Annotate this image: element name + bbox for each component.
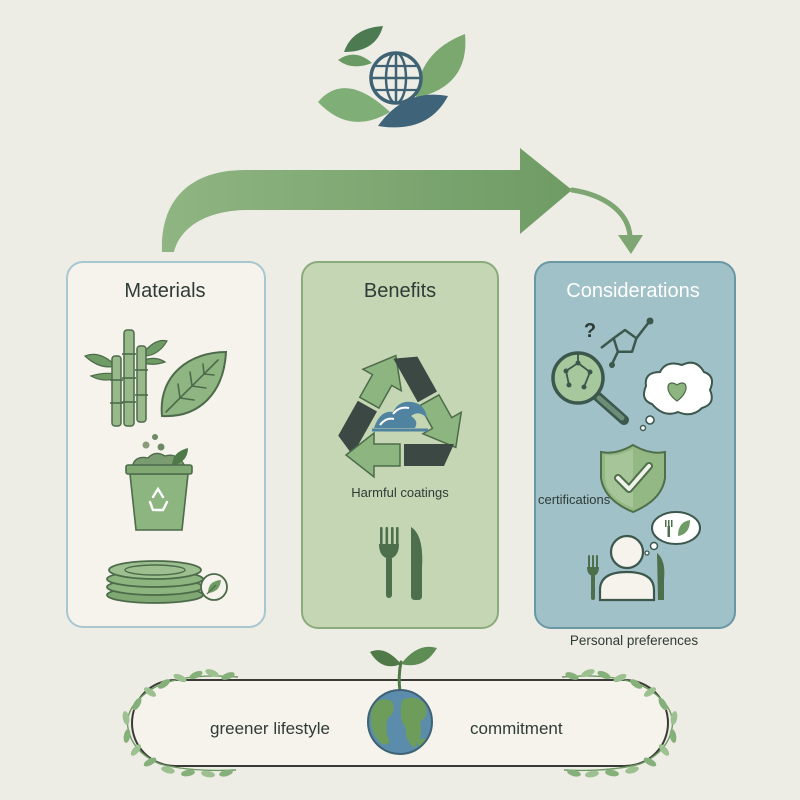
person-dining-icon: [587, 511, 701, 602]
fork-knife-icon: [379, 527, 423, 600]
vine-left: [122, 669, 239, 778]
certifications-caption: certifications: [538, 492, 611, 507]
shield-check-icon: [600, 443, 666, 514]
personal-preferences-caption: Personal preferences: [570, 633, 699, 648]
stacked-plates-icon: [106, 560, 204, 604]
curved-arrow-right-icon: [161, 148, 572, 252]
heart-thought-bubble-icon: [639, 361, 713, 432]
considerations-panel: Considerations ?: [534, 261, 736, 629]
bamboo-icon: [83, 329, 168, 427]
leaf-icon: [160, 350, 228, 418]
benefits-title: Benefits: [364, 280, 436, 302]
compost-bin-icon: [125, 434, 193, 531]
materials-title: Materials: [124, 280, 205, 302]
question-mark: ?: [584, 320, 596, 342]
commitment-banner: greener lifestyle commitment: [122, 646, 680, 780]
harmful-coatings-caption: Harmful coatings: [351, 485, 449, 500]
leaf-badge-icon: [200, 573, 228, 601]
globe-with-leaves-icon: [318, 26, 466, 128]
arrow-down-icon: [569, 187, 643, 254]
materials-panel: Materials: [66, 261, 266, 628]
benefits-panel: Benefits Harmful coatings: [301, 261, 499, 629]
earth-sprout-icon: [367, 646, 437, 755]
considerations-title: Considerations: [566, 280, 699, 302]
ocean-wave-icon: [372, 401, 428, 432]
recycle-icon: [338, 354, 463, 479]
magnifier-molecule-icon: ?: [551, 317, 654, 425]
greener-lifestyle-text: greener lifestyle: [210, 719, 330, 738]
commitment-text: commitment: [470, 719, 563, 738]
